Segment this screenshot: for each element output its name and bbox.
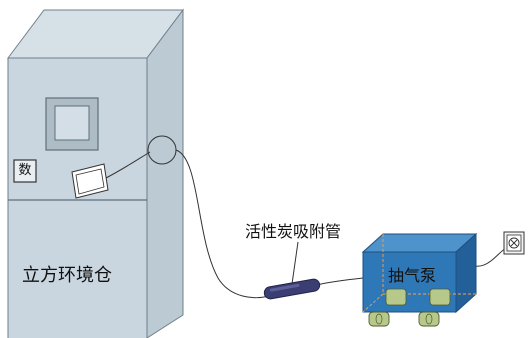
tube-inlet-to-port [105,151,151,179]
pump-label: 抽气泵 [388,266,437,285]
pump-cylinder-right [429,288,451,306]
sensor-glyph: 数 [18,163,32,178]
chamber-side-face [146,8,184,338]
tube-port-to-adsorber [175,149,269,299]
chamber-window-glass [54,105,90,141]
sensor-box [13,159,37,183]
activated-carbon-tube [263,278,321,300]
power-socket-icon [503,231,525,255]
adsorption-tube-label: 活性炭吸附管 [245,222,342,241]
pump-wheel-left [368,311,390,327]
tube-adsorber-to-pump [315,277,364,286]
tube-label-pointer [291,241,299,285]
pump-cylinder-left [385,288,407,306]
sampling-inlet [71,163,109,199]
air-pump [361,232,478,327]
pump-wheel-right [418,311,440,327]
chamber-label: 立方环境仓 [22,265,112,286]
environment-chamber [7,8,184,338]
